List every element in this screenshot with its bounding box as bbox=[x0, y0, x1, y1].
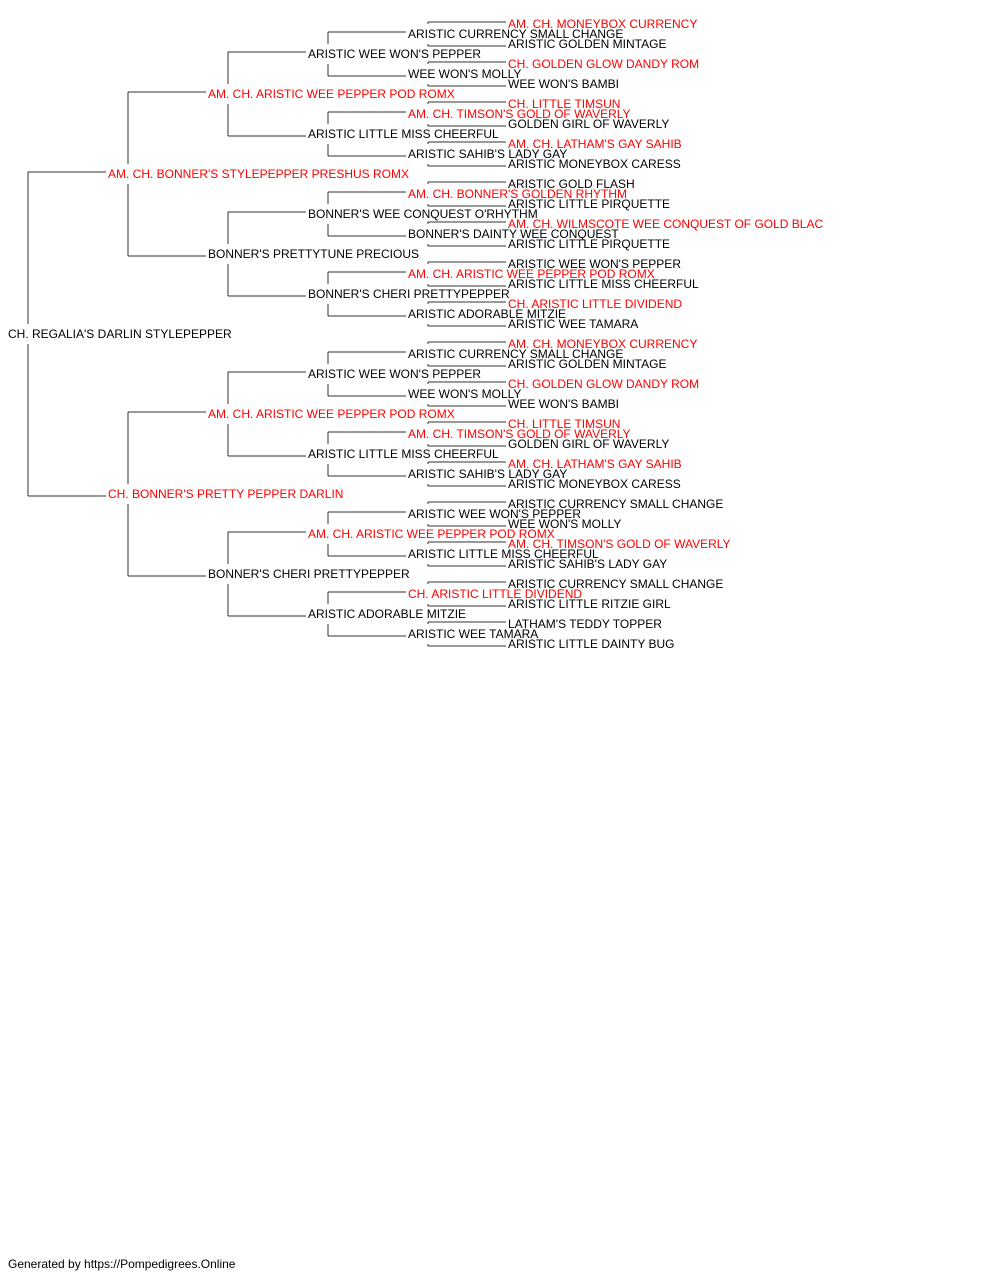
dog-name-gen5: ARISTIC CURRENCY SMALL CHANGE bbox=[508, 497, 723, 511]
dog-name-gen5: ARISTIC LITTLE RITZIE GIRL bbox=[508, 597, 671, 611]
dog-name-gen3: ARISTIC LITTLE MISS CHEERFUL bbox=[308, 447, 499, 461]
dog-name-gen3: BONNER'S WEE CONQUEST O'RHYTHM bbox=[308, 207, 538, 221]
dog-name-gen1: AM. CH. BONNER'S STYLEPEPPER PRESHUS ROM… bbox=[108, 167, 409, 181]
dog-name-gen5: CH. ARISTIC LITTLE DIVIDEND bbox=[508, 297, 682, 311]
dog-name-gen4: ARISTIC CURRENCY SMALL CHANGE bbox=[408, 347, 623, 361]
dog-name-gen5: AM. CH. MONEYBOX CURRENCY bbox=[508, 337, 697, 351]
dog-name-gen5: ARISTIC LITTLE PIRQUETTE bbox=[508, 197, 670, 211]
dog-name-gen5: WEE WON'S BAMBI bbox=[508, 77, 619, 91]
dog-name-gen5: ARISTIC LITTLE PIRQUETTE bbox=[508, 237, 670, 251]
dog-name-gen5: WEE WON'S MOLLY bbox=[508, 517, 621, 531]
dog-name-gen4: ARISTIC WEE WON'S PEPPER bbox=[408, 507, 581, 521]
dog-name-gen5: ARISTIC GOLDEN MINTAGE bbox=[508, 357, 666, 371]
dog-name-gen3: AM. CH. ARISTIC WEE PEPPER POD ROMX bbox=[308, 527, 555, 541]
dog-name-gen4: AM. CH. TIMSON'S GOLD OF WAVERLY bbox=[408, 427, 631, 441]
dog-name-gen3: ARISTIC WEE WON'S PEPPER bbox=[308, 367, 481, 381]
generated-by-footer: Generated by https://Pompedigrees.Online bbox=[8, 1257, 236, 1271]
dog-name-gen3: ARISTIC WEE WON'S PEPPER bbox=[308, 47, 481, 61]
dog-name-gen5: ARISTIC WEE WON'S PEPPER bbox=[508, 257, 681, 271]
dog-name-gen4: AM. CH. ARISTIC WEE PEPPER POD ROMX bbox=[408, 267, 655, 281]
dog-name-gen5: ARISTIC LITTLE DAINTY BUG bbox=[508, 637, 674, 651]
dog-name-gen4: ARISTIC LITTLE MISS CHEERFUL bbox=[408, 547, 599, 561]
dog-name-gen5: AM. CH. MONEYBOX CURRENCY bbox=[508, 17, 697, 31]
dog-name-gen3: ARISTIC LITTLE MISS CHEERFUL bbox=[308, 127, 499, 141]
dog-name-gen5: ARISTIC LITTLE MISS CHEERFUL bbox=[508, 277, 699, 291]
dog-name-gen4: AM. CH. TIMSON'S GOLD OF WAVERLY bbox=[408, 107, 631, 121]
dog-name-gen5: ARISTIC WEE TAMARA bbox=[508, 317, 638, 331]
dog-name-gen4: WEE WON'S MOLLY bbox=[408, 67, 521, 81]
dog-name-gen1: CH. BONNER'S PRETTY PEPPER DARLIN bbox=[108, 487, 343, 501]
dog-name-gen5: ARISTIC MONEYBOX CARESS bbox=[508, 477, 681, 491]
dog-name-gen2: AM. CH. ARISTIC WEE PEPPER POD ROMX bbox=[208, 407, 455, 421]
dog-name-gen4: ARISTIC ADORABLE MITZIE bbox=[408, 307, 566, 321]
dog-name-gen5: AM. CH. LATHAM'S GAY SAHIB bbox=[508, 137, 682, 151]
dog-name-gen0: CH. REGALIA'S DARLIN STYLEPEPPER bbox=[8, 327, 232, 341]
dog-name-gen5: ARISTIC SAHIB'S LADY GAY bbox=[508, 557, 667, 571]
dog-name-gen3: BONNER'S CHERI PRETTYPEPPER bbox=[308, 287, 510, 301]
dog-name-gen5: ARISTIC GOLDEN MINTAGE bbox=[508, 37, 666, 51]
dog-name-gen5: WEE WON'S BAMBI bbox=[508, 397, 619, 411]
dog-name-gen5: GOLDEN GIRL OF WAVERLY bbox=[508, 117, 669, 131]
dog-name-gen5: AM. CH. TIMSON'S GOLD OF WAVERLY bbox=[508, 537, 731, 551]
dog-name-gen4: BONNER'S DAINTY WEE CONQUEST bbox=[408, 227, 619, 241]
dog-name-gen4: ARISTIC SAHIB'S LADY GAY bbox=[408, 147, 567, 161]
dog-name-gen4: ARISTIC SAHIB'S LADY GAY bbox=[408, 467, 567, 481]
dog-name-gen5: CH. LITTLE TIMSUN bbox=[508, 97, 620, 111]
dog-name-gen4: AM. CH. BONNER'S GOLDEN RHYTHM bbox=[408, 187, 627, 201]
dog-name-gen2: AM. CH. ARISTIC WEE PEPPER POD ROMX bbox=[208, 87, 455, 101]
dog-name-gen5: GOLDEN GIRL OF WAVERLY bbox=[508, 437, 669, 451]
dog-name-gen4: WEE WON'S MOLLY bbox=[408, 387, 521, 401]
dog-name-gen4: CH. ARISTIC LITTLE DIVIDEND bbox=[408, 587, 582, 601]
dog-name-gen5: CH. LITTLE TIMSUN bbox=[508, 417, 620, 431]
dog-name-gen4: ARISTIC CURRENCY SMALL CHANGE bbox=[408, 27, 623, 41]
dog-name-gen2: BONNER'S PRETTYTUNE PRECIOUS bbox=[208, 247, 419, 261]
dog-name-gen5: AM. CH. WILMSCOTE WEE CONQUEST OF GOLD B… bbox=[508, 217, 823, 231]
dog-name-gen5: CH. GOLDEN GLOW DANDY ROM bbox=[508, 377, 699, 391]
dog-name-gen4: ARISTIC WEE TAMARA bbox=[408, 627, 538, 641]
dog-name-gen5: AM. CH. LATHAM'S GAY SAHIB bbox=[508, 457, 682, 471]
dog-name-gen3: ARISTIC ADORABLE MITZIE bbox=[308, 607, 466, 621]
dog-name-gen5: CH. GOLDEN GLOW DANDY ROM bbox=[508, 57, 699, 71]
dog-name-gen5: ARISTIC CURRENCY SMALL CHANGE bbox=[508, 577, 723, 591]
dog-name-gen2: BONNER'S CHERI PRETTYPEPPER bbox=[208, 567, 410, 581]
dog-name-gen5: LATHAM'S TEDDY TOPPER bbox=[508, 617, 662, 631]
dog-name-gen5: ARISTIC MONEYBOX CARESS bbox=[508, 157, 681, 171]
dog-name-gen5: ARISTIC GOLD FLASH bbox=[508, 177, 635, 191]
